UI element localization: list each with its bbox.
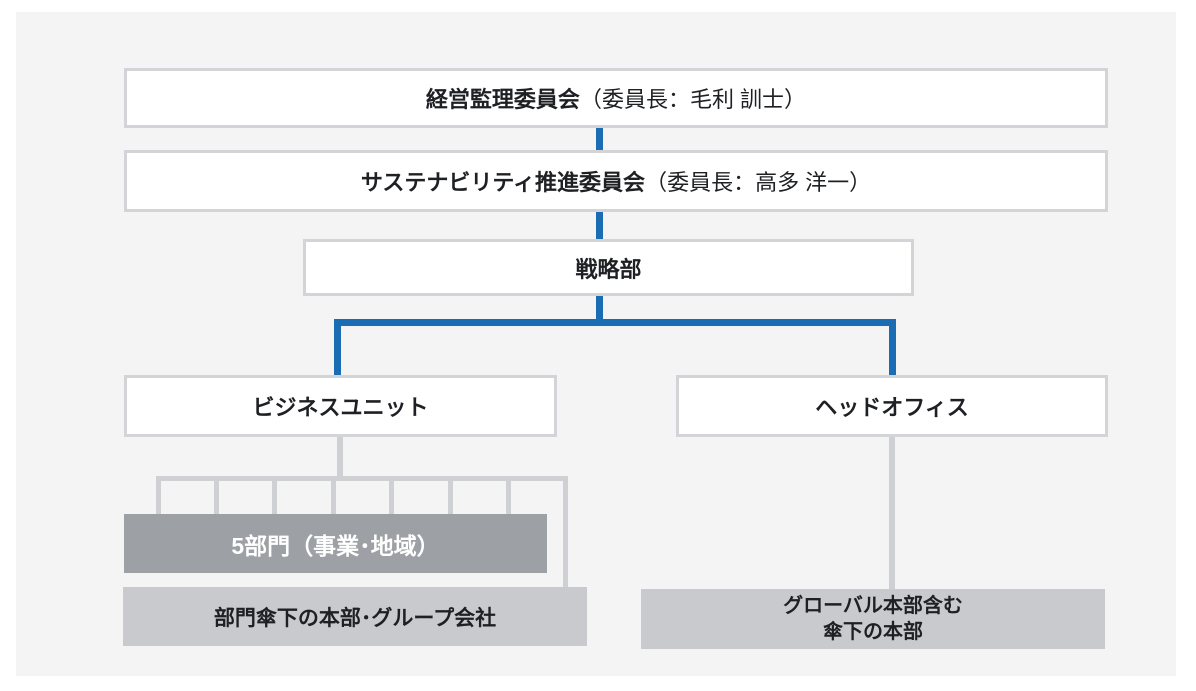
connector-gray-comb-stub-long bbox=[563, 481, 568, 587]
box-strategy-department: 戦略部 bbox=[303, 239, 914, 296]
box-head-office: ヘッドオフィス bbox=[676, 375, 1108, 437]
box-title-line2: 傘下の本部 bbox=[823, 621, 923, 643]
connector-gray-comb-stub bbox=[272, 481, 277, 514]
connector-blue-stem-2 bbox=[596, 212, 603, 239]
box-chairman-detail: （委員長：毛利 訓士） bbox=[579, 87, 807, 112]
connector-gray-comb-horizontal bbox=[156, 476, 568, 481]
box-division-subordinate-hq-group-companies: 部門傘下の本部･グループ会社 bbox=[123, 587, 587, 646]
connector-gray-comb-stub bbox=[156, 481, 161, 514]
box-title-line1: グローバル本部含む bbox=[783, 595, 963, 617]
connector-blue-stem-3 bbox=[596, 296, 603, 319]
connector-gray-comb-stub bbox=[214, 481, 219, 514]
box-global-hq-subordinate: グローバル本部含む 傘下の本部 bbox=[641, 589, 1105, 649]
connector-blue-stem-1 bbox=[596, 128, 603, 150]
connector-gray-comb-stub bbox=[506, 481, 511, 514]
box-business-unit: ビジネスユニット bbox=[124, 375, 557, 437]
box-sustainability-promotion-committee: サステナビリティ推進委員会（委員長：高多 洋一） bbox=[124, 150, 1108, 212]
box-title: サステナビリティ推進委員会 bbox=[360, 170, 646, 195]
connector-blue-drop-left bbox=[334, 319, 341, 375]
connector-gray-comb-stub bbox=[389, 481, 394, 514]
box-five-departments: 5部門（事業･地域） bbox=[124, 514, 547, 573]
box-title: 5部門（事業･地域） bbox=[231, 532, 440, 559]
box-management-oversight-committee: 経営監理委員会（委員長：毛利 訓士） bbox=[124, 68, 1108, 128]
connector-blue-horizontal bbox=[334, 319, 896, 326]
connector-blue-drop-right bbox=[889, 319, 896, 375]
box-title: 部門傘下の本部･グループ会社 bbox=[213, 606, 497, 630]
connector-gray-comb-stub bbox=[448, 481, 453, 514]
box-title: 戦略部 bbox=[575, 256, 642, 282]
connector-gray-stem-left bbox=[337, 437, 343, 476]
box-chairman-detail: （委員長：高多 洋一） bbox=[645, 170, 872, 195]
box-title: ヘッドオフィス bbox=[815, 395, 969, 420]
box-title: ビジネスユニット bbox=[252, 395, 429, 420]
box-title: 経営監理委員会 bbox=[425, 87, 580, 112]
connector-gray-stem-right bbox=[889, 437, 895, 589]
connector-gray-comb-stub bbox=[331, 481, 336, 514]
